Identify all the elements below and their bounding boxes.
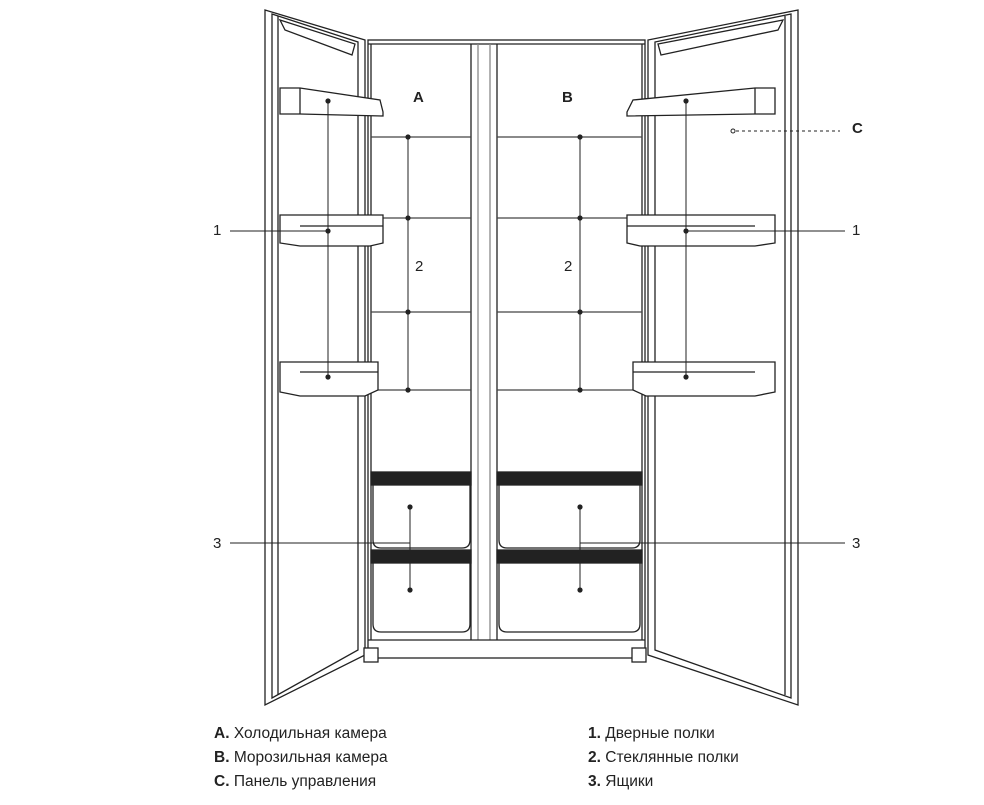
legend-item-c: C. Панель управления bbox=[214, 770, 388, 794]
legend-text: Морозильная камера bbox=[233, 749, 388, 766]
legend-item-3: 3. Ящики bbox=[588, 770, 739, 794]
glass-shelves bbox=[371, 136, 642, 391]
label-2-left: 2 bbox=[415, 258, 423, 275]
label-1-left: 1 bbox=[213, 222, 221, 239]
leader-dots bbox=[325, 98, 689, 593]
drawers bbox=[370, 471, 643, 633]
legend-item-1: 1. Дверные полки bbox=[588, 722, 739, 746]
label-3-right: 3 bbox=[852, 535, 860, 552]
label-b: B bbox=[562, 89, 573, 106]
label-a: A bbox=[413, 89, 424, 106]
legend-item-a: A. Холодильная камера bbox=[214, 722, 388, 746]
legend-key: 1. bbox=[588, 725, 601, 742]
label-3-left: 3 bbox=[213, 535, 221, 552]
legend-text: Стеклянные полки bbox=[605, 749, 739, 766]
legend-text: Панель управления bbox=[233, 773, 377, 790]
leader-lines bbox=[230, 101, 845, 590]
legend-text: Холодильная камера bbox=[233, 725, 387, 742]
cabinet bbox=[363, 39, 647, 663]
label-c: C bbox=[852, 120, 863, 137]
legend-item-2: 2. Стеклянные полки bbox=[588, 746, 739, 770]
legend-key: C. bbox=[214, 773, 230, 790]
legend-item-b: B. Морозильная камера bbox=[214, 746, 388, 770]
label-2-right: 2 bbox=[564, 258, 572, 275]
legend-right: 1. Дверные полки 2. Стеклянные полки 3. … bbox=[588, 722, 739, 794]
legend-key: B. bbox=[214, 749, 230, 766]
label-1-right: 1 bbox=[852, 222, 860, 239]
door-shelves bbox=[279, 87, 776, 397]
legend-text: Ящики bbox=[605, 773, 654, 790]
legend-left: A. Холодильная камера B. Морозильная кам… bbox=[214, 722, 388, 794]
refrigerator-diagram: A B C 1 1 2 2 3 3 bbox=[213, 9, 863, 707]
legend-key: A. bbox=[214, 725, 230, 742]
legend-key: 2. bbox=[588, 749, 601, 766]
legend-text: Дверные полки bbox=[605, 725, 715, 742]
legend-key: 3. bbox=[588, 773, 601, 790]
